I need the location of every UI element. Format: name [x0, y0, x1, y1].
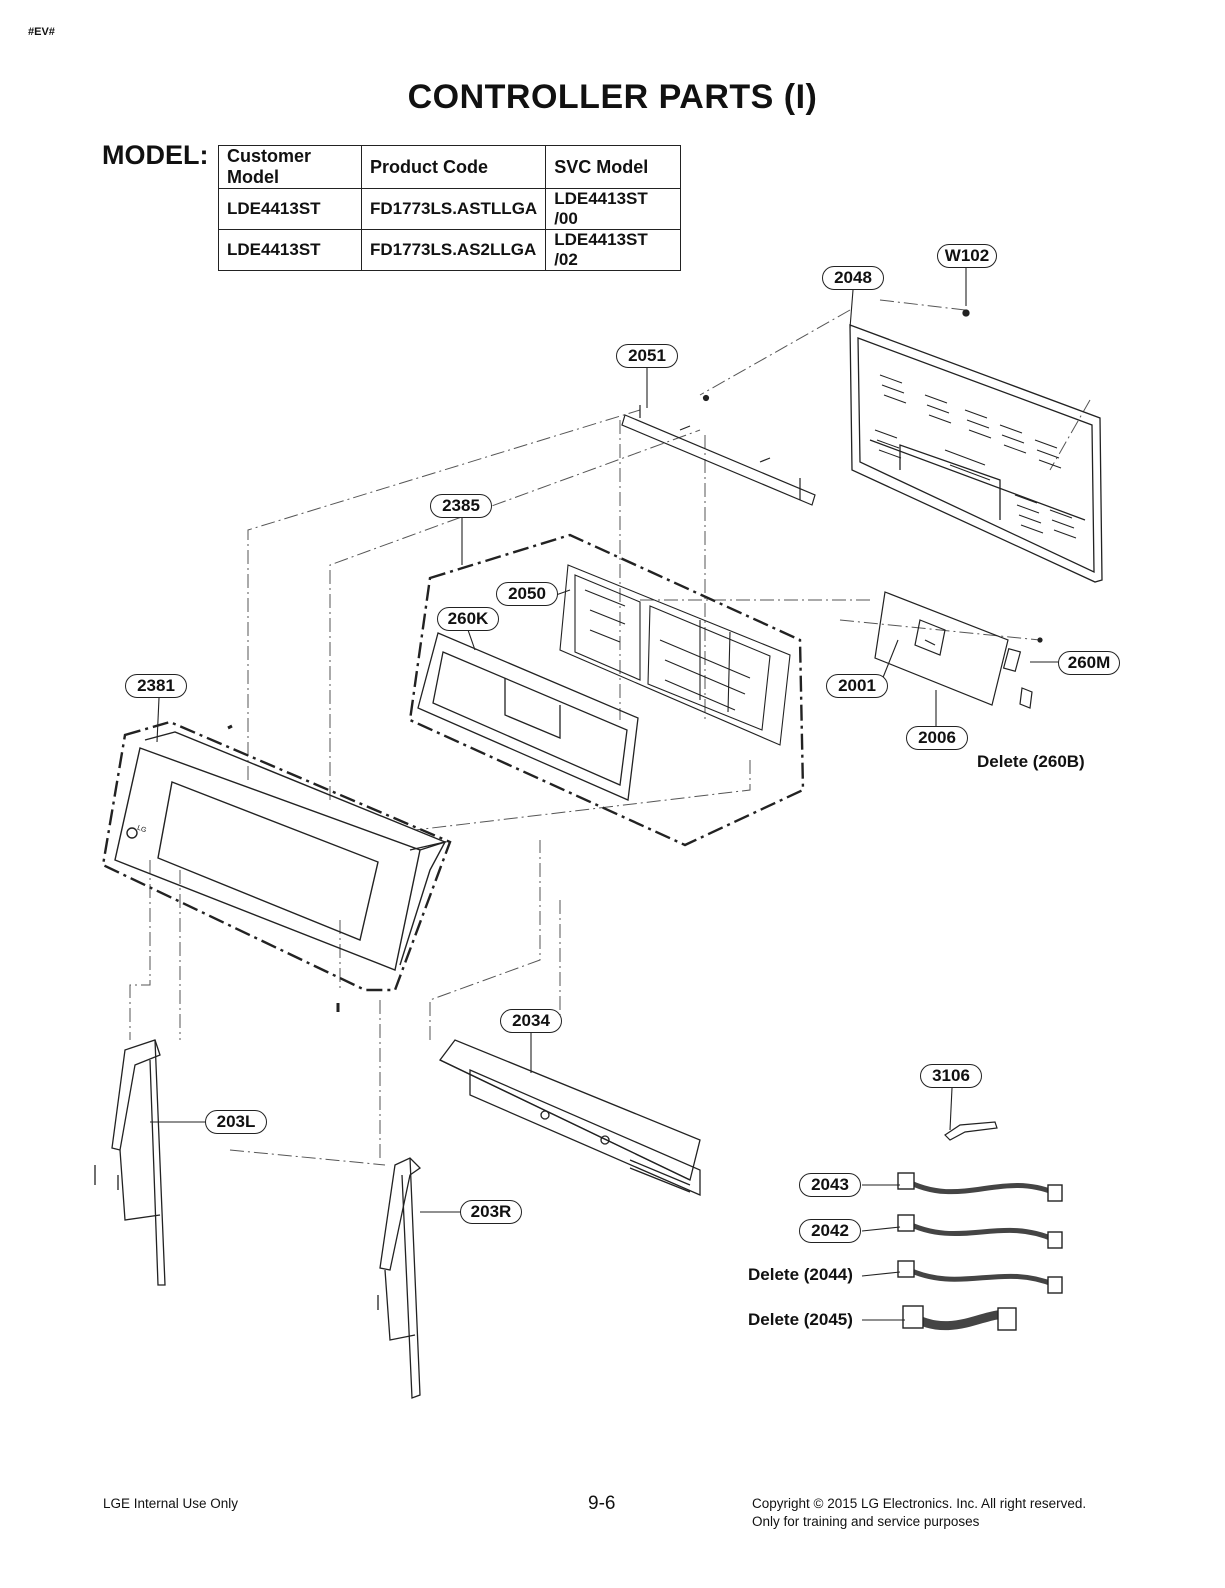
model-table-header-row: Customer Model Product Code SVC Model [218, 145, 682, 189]
assembly-2381-outline [101, 720, 452, 992]
callout-2043: 2043 [799, 1173, 861, 1197]
callout-2034: 2034 [500, 1009, 562, 1033]
column-header: Product Code [360, 145, 547, 189]
model-table: Customer Model Product Code SVC Model LD… [218, 145, 682, 271]
label-delete-2044: Delete (2044) [748, 1265, 853, 1284]
label-delete-260B: Delete (260B) [977, 752, 1085, 771]
table-row: LDE4413ST FD1773LS.ASTLLGA LDE4413ST /00 [218, 188, 682, 230]
callout-2385: 2385 [430, 494, 492, 518]
footer-copyright-line2: Only for training and service purposes [752, 1514, 980, 1529]
callout-2051: 2051 [616, 344, 678, 368]
side-bracket-203L [94, 1039, 166, 1286]
callout-2042: 2042 [799, 1219, 861, 1243]
side-bracket-203R [377, 1157, 422, 1399]
table-cell: FD1773LS.AS2LLGA [360, 229, 547, 271]
label-delete-2045: Delete (2045) [748, 1310, 853, 1329]
callout-2048: 2048 [822, 266, 884, 290]
callout-3106: 3106 [920, 1064, 982, 1088]
callout-203L: 203L [205, 1110, 267, 1134]
callout-260M: 260M [1058, 651, 1120, 675]
control-panel-2381 [114, 724, 448, 1012]
footer-left: LGE Internal Use Only [103, 1496, 239, 1511]
callout-203R: 203R [460, 1200, 522, 1224]
bracket-2051 [621, 394, 816, 506]
callout-2006: 2006 [906, 726, 968, 750]
assembly-2385-outline [408, 533, 805, 847]
pcb-2006 [874, 591, 1043, 709]
model-label: MODEL: [102, 140, 209, 170]
part-3106 [944, 1121, 998, 1141]
column-header: Customer Model [218, 145, 362, 189]
table-cell: LDE4413ST [218, 188, 362, 230]
table-cell: LDE4413ST [218, 229, 362, 271]
callout-w102: W102 [937, 244, 997, 268]
page-number: 9-6 [588, 1493, 616, 1514]
table-cell: LDE4413ST /00 [545, 188, 682, 230]
callout-2381: 2381 [125, 674, 187, 698]
page-title: CONTROLLER PARTS (I) [407, 78, 818, 116]
leader-lines [150, 268, 1060, 1321]
callout-260K: 260K [437, 607, 499, 631]
callout-2001: 2001 [826, 674, 888, 698]
table-cell: LDE4413ST /02 [545, 229, 682, 271]
rear-cover-2048 [849, 309, 1103, 583]
footer-copyright-line1: Copyright © 2015 LG Electronics. Inc. Al… [752, 1496, 1087, 1511]
frame-2050 [559, 564, 791, 746]
wire-harnesses [903, 1177, 1057, 1331]
display-window-260K [417, 632, 639, 801]
table-row: LDE4413ST FD1773LS.AS2LLGA LDE4413ST /02 [218, 229, 682, 271]
header-tag: #EV# [28, 26, 55, 38]
trim-2034 [439, 1039, 701, 1196]
callout-2050: 2050 [496, 582, 558, 606]
harness-connectors [897, 1172, 1063, 1331]
column-header: SVC Model [545, 145, 682, 189]
table-cell: FD1773LS.ASTLLGA [360, 188, 547, 230]
